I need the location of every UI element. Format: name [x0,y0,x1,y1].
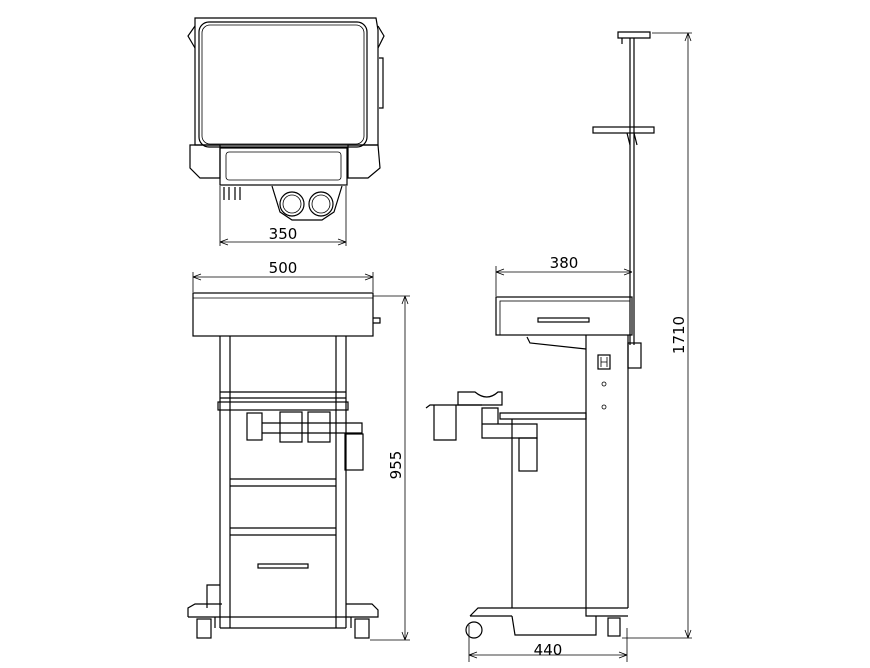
h-letter [600,357,608,367]
right-latch [377,25,385,49]
dim-500-line [192,272,374,292]
side-view: 380 440 1710 [425,31,692,662]
cup-left [279,191,305,217]
pole-top-bar [617,31,651,44]
pole-shelf [592,126,655,134]
holder-left [246,412,263,441]
screw-1 [601,381,607,387]
cup-tray [457,391,503,406]
arm [262,422,363,434]
dim-440-line [468,625,628,662]
cup-right [308,191,334,217]
right-handle [347,144,381,179]
lower-bracket [219,147,348,186]
column [585,335,629,608]
side-front-caster [465,621,483,639]
pole [629,38,635,345]
shelf-bracket [626,132,638,146]
side-base [469,607,628,636]
pole-clamp [627,342,642,369]
screen-inner [201,24,365,145]
dim-440-label: 440 [534,641,563,659]
dim-350-line [219,186,347,246]
bottle [344,433,364,471]
side-bottle [518,437,538,472]
side-rear-caster [607,617,621,637]
side-holder [425,404,482,441]
top-view: 350 [187,17,385,246]
upper-shelf [220,391,346,399]
tray [217,401,349,411]
holder-right [307,411,331,443]
monitor-screen [198,21,368,148]
dim-1710-label: 1710 [670,316,688,354]
left-handle [189,144,221,179]
h-plate [597,354,611,370]
side-shelf [499,412,587,420]
right-caster [354,618,370,639]
wedge-bracket [526,336,587,350]
side-knob [373,317,381,324]
dim-500-label: 500 [269,259,298,277]
dim-955-label: 955 [387,451,405,480]
left-latch [187,25,196,49]
front-view: 500 955 [187,259,410,641]
side-tab [379,57,384,109]
bracket-inner [225,151,342,181]
cup-holder [271,185,343,221]
dim-1710-line [622,32,692,639]
pedal [206,584,220,608]
panel-lines [230,478,336,536]
side-box-inner [499,300,631,336]
left-caster [196,618,212,639]
holder-mid [279,411,303,443]
top-box [192,292,374,337]
cup-right-inner [311,194,331,214]
side-top-box [495,296,633,336]
screw-2 [601,404,607,410]
side-drawer-handle [537,317,590,323]
base [187,603,379,629]
dim-350-label: 350 [269,225,298,243]
dim-955-line [370,295,410,641]
monitor-outline [194,17,379,146]
drawer-handle [257,563,309,569]
dim-380-label: 380 [550,254,579,272]
frame-posts [219,336,347,628]
connectors [223,187,241,200]
cup-left-inner [282,194,302,214]
dim-380-line [495,266,633,296]
